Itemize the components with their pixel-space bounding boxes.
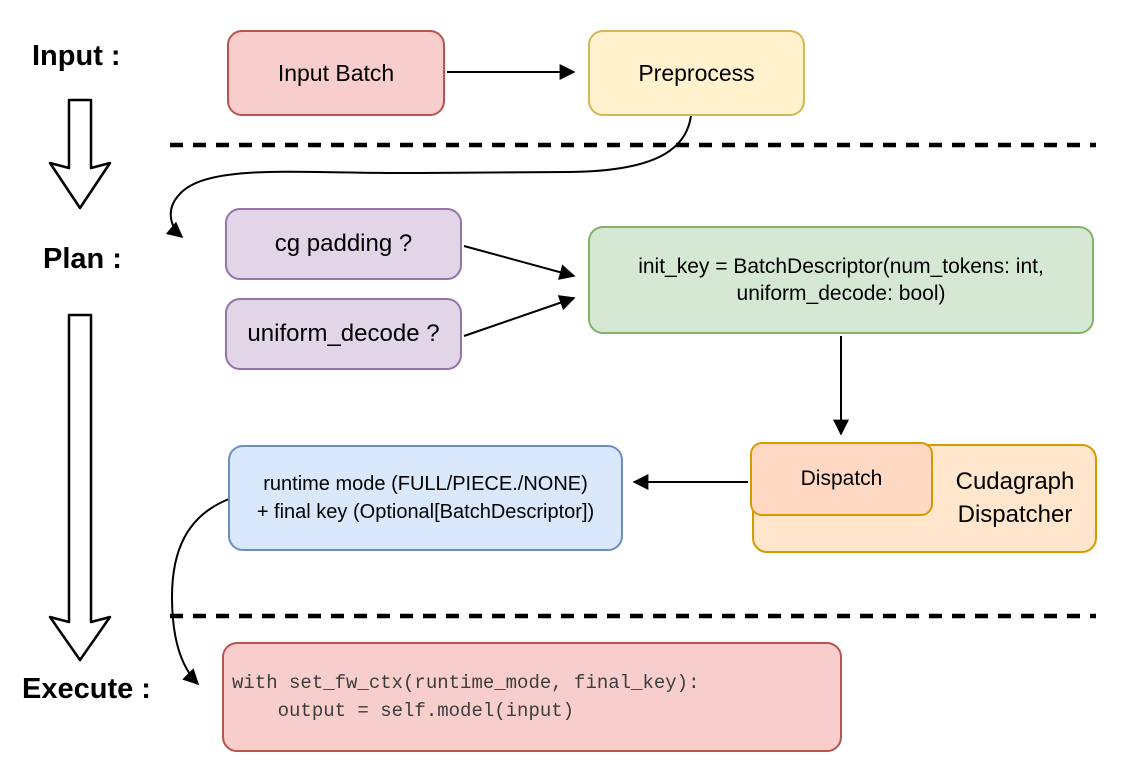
node-cudagraph-dispatcher-label: Cudagraph Dispatcher bbox=[933, 444, 1097, 553]
stage-label-execute: Execute : bbox=[22, 673, 151, 705]
node-runtime-mode-line1: runtime mode (FULL/PIECE./NONE) bbox=[263, 473, 588, 495]
arrow-runtimemode-to-code bbox=[170, 498, 230, 686]
execute-code-line1: with set_fw_ctx(runtime_mode, final_key)… bbox=[232, 671, 700, 694]
node-init-key-line1: init_key = BatchDescriptor(num_tokens: i… bbox=[638, 254, 1044, 278]
node-execute-code: with set_fw_ctx(runtime_mode, final_key)… bbox=[222, 642, 842, 752]
stage-label-plan: Plan : bbox=[43, 243, 122, 275]
node-preprocess-label: Preprocess bbox=[638, 59, 755, 86]
node-dispatch: Dispatch bbox=[750, 442, 933, 516]
node-init-key-line2: uniform_decode: bool) bbox=[736, 282, 946, 305]
node-input-batch-label: Input Batch bbox=[277, 59, 395, 86]
cudagraph-line2: Dispatcher bbox=[957, 500, 1073, 528]
node-init-key: init_key = BatchDescriptor(num_tokens: i… bbox=[588, 226, 1094, 334]
node-cg-padding: cg padding ? bbox=[225, 208, 462, 280]
stage-arrow-plan-to-execute bbox=[48, 313, 112, 662]
node-uniform-decode: uniform_decode ? bbox=[225, 298, 462, 370]
arrow-cgpadding-to-initkey bbox=[463, 245, 576, 280]
node-uniform-decode-label: uniform_decode ? bbox=[247, 320, 440, 348]
node-runtime-mode: runtime mode (FULL/PIECE./NONE) + final … bbox=[228, 445, 623, 551]
arrow-uniformdecode-to-initkey bbox=[463, 295, 576, 337]
node-input-batch: Input Batch bbox=[227, 30, 445, 116]
node-runtime-mode-line2: + final key (Optional[BatchDescriptor]) bbox=[256, 501, 595, 523]
node-cg-padding-label: cg padding ? bbox=[274, 230, 413, 258]
node-dispatch-label: Dispatch bbox=[800, 467, 883, 491]
stage-label-input: Input : bbox=[32, 40, 121, 72]
execute-code-line2: output = self.model(input) bbox=[232, 700, 575, 722]
arrow-preprocess-to-cgpadding bbox=[165, 115, 692, 239]
node-preprocess: Preprocess bbox=[588, 30, 805, 116]
cudagraph-line1: Cudagraph bbox=[955, 468, 1075, 496]
stage-arrow-input-to-plan bbox=[48, 98, 112, 210]
